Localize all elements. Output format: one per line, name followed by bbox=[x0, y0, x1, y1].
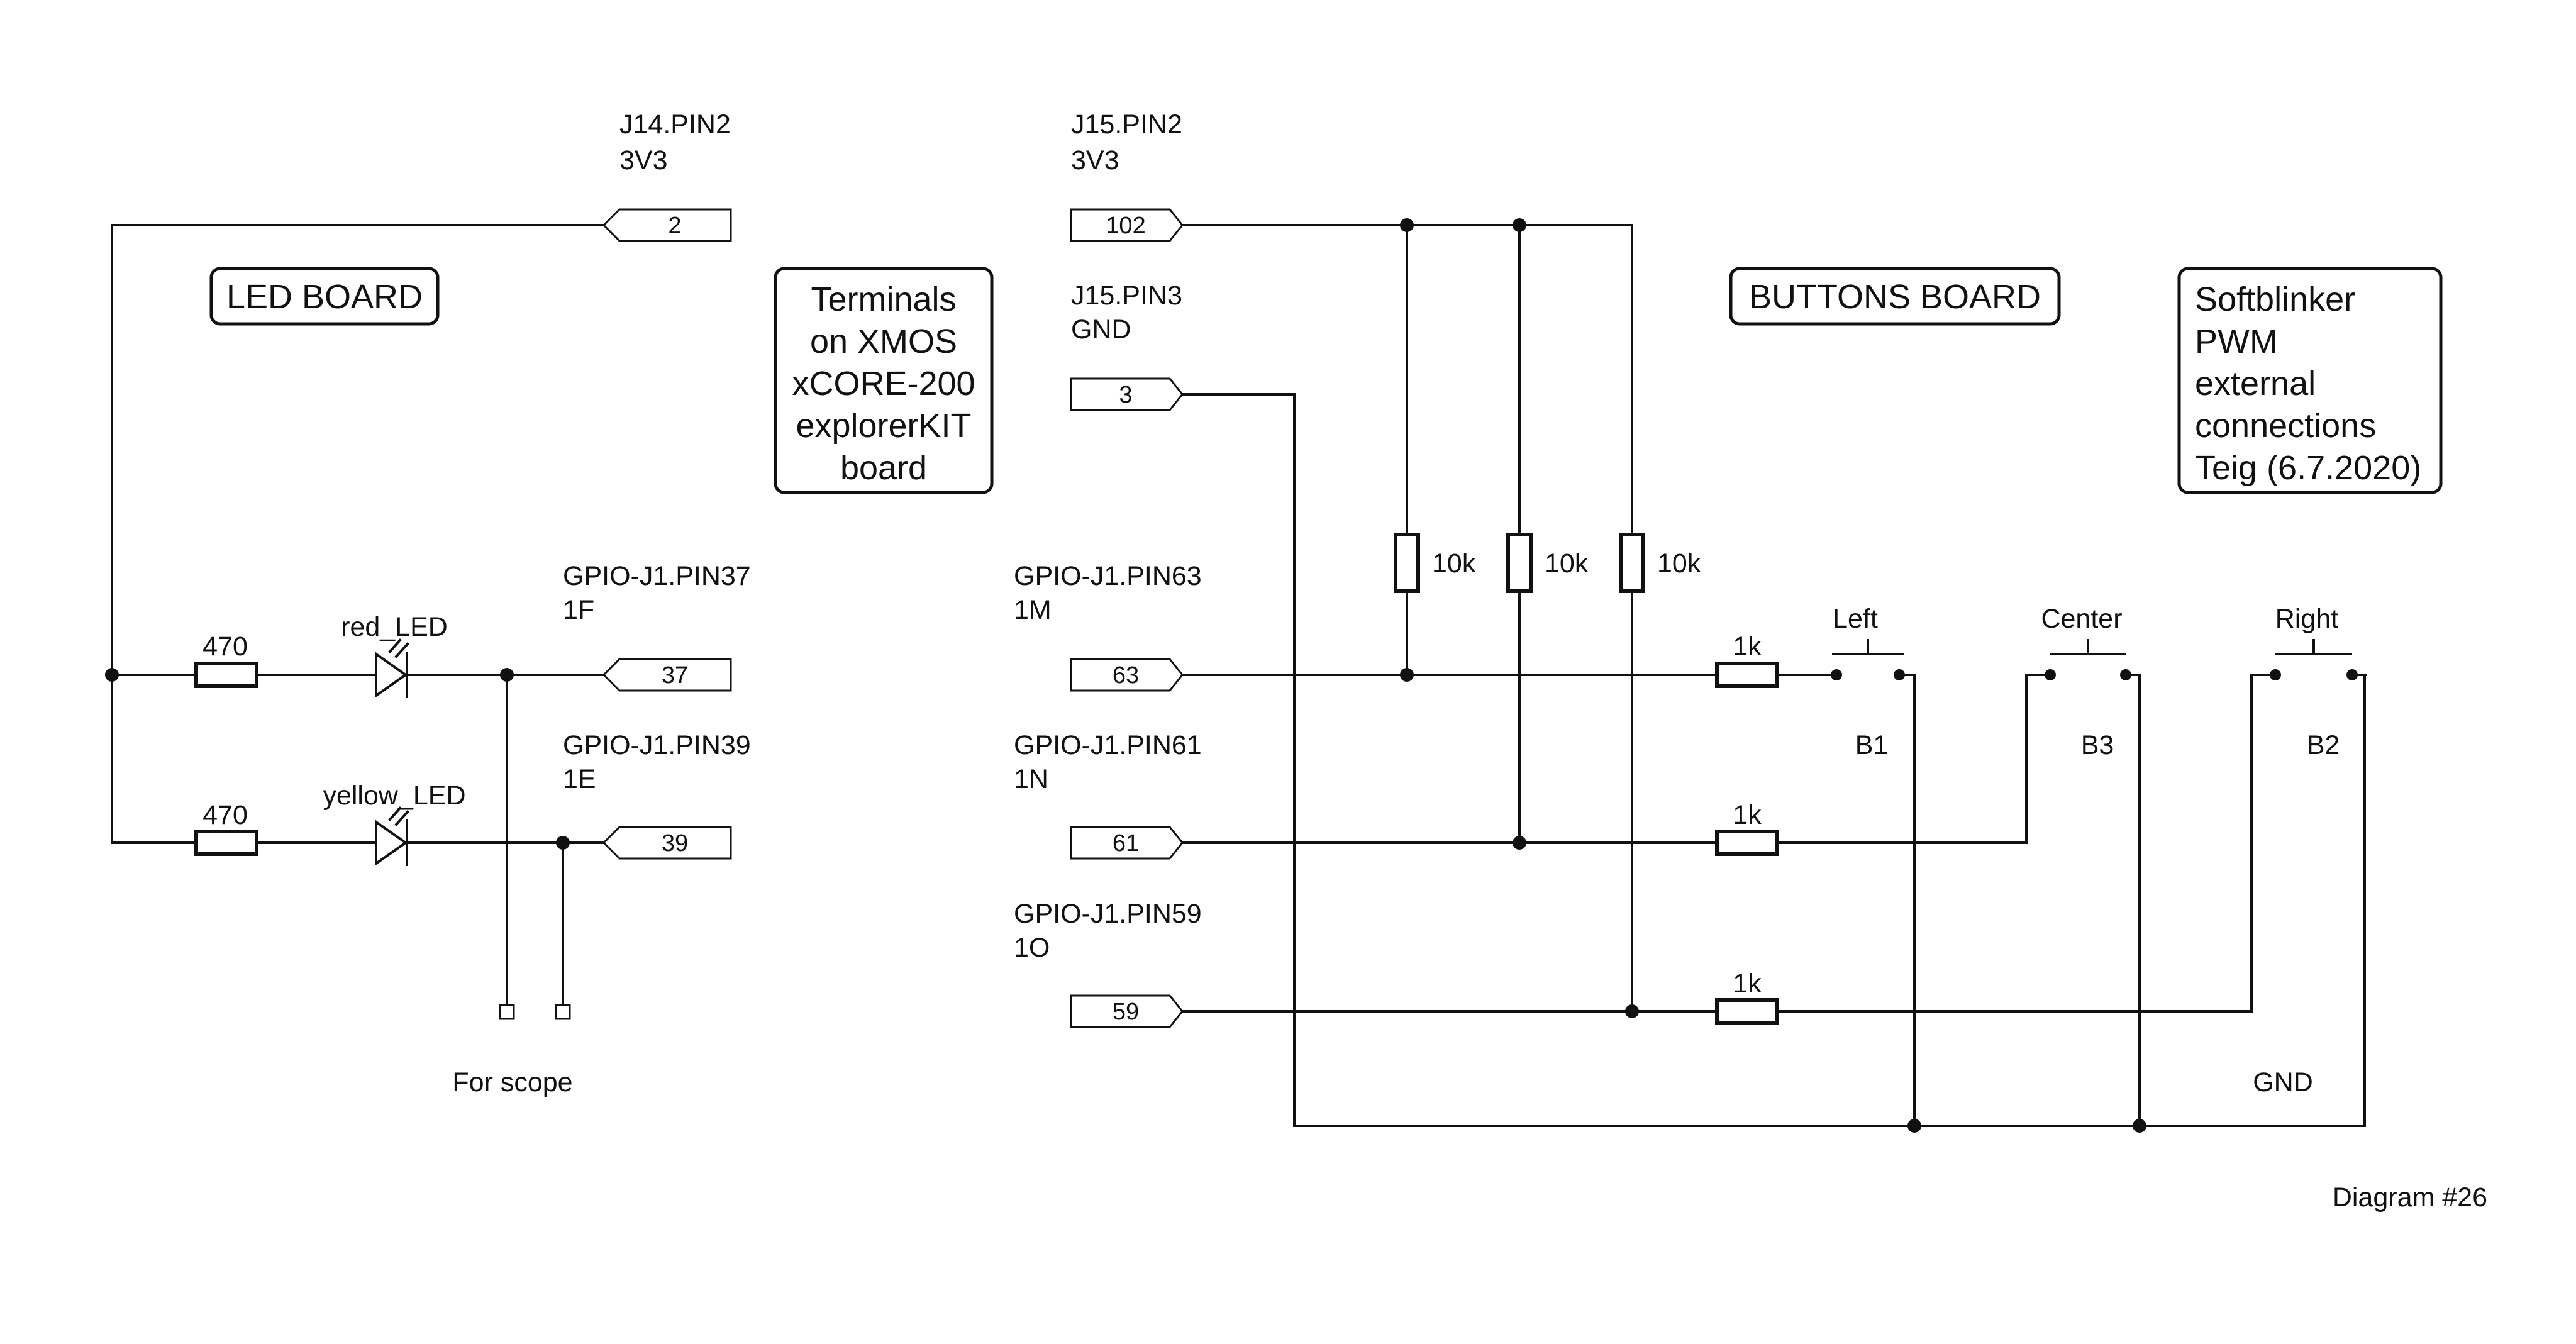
label-gpio61: GPIO-J1.PIN61 bbox=[1014, 730, 1202, 760]
label-gpio59-port: 1O bbox=[1014, 933, 1050, 963]
svg-text:Softblinker: Softblinker bbox=[2195, 280, 2355, 318]
svg-text:2: 2 bbox=[668, 213, 681, 239]
label-j14-3v3: 3V3 bbox=[619, 145, 668, 175]
label-pullup-1: 10k bbox=[1432, 548, 1476, 579]
label-b2: B2 bbox=[2307, 730, 2340, 760]
svg-text:connections: connections bbox=[2195, 407, 2376, 445]
pushbutton-b3 bbox=[2045, 639, 2140, 680]
label-gpio37: GPIO-J1.PIN37 bbox=[563, 561, 751, 591]
label-gpio63-port: 1M bbox=[1014, 595, 1052, 625]
svg-text:on XMOS: on XMOS bbox=[810, 323, 957, 360]
svg-text:3: 3 bbox=[1119, 382, 1132, 408]
label-diagram-number: Diagram #26 bbox=[2333, 1182, 2487, 1213]
resistor-470-red bbox=[194, 662, 258, 688]
resistor-470-yellow bbox=[194, 830, 258, 856]
label-j15-3v3: 3V3 bbox=[1071, 145, 1119, 175]
label-gpio61-port: 1N bbox=[1014, 764, 1048, 794]
label-gpio63: GPIO-J1.PIN63 bbox=[1014, 561, 1202, 591]
label-r-b1: 1k bbox=[1733, 631, 1762, 662]
label-led-red: red_LED bbox=[341, 612, 448, 642]
label-led-yellow: yellow_LED bbox=[323, 780, 465, 811]
label-gpio59: GPIO-J1.PIN59 bbox=[1014, 899, 1202, 929]
label-for-scope: For scope bbox=[452, 1067, 572, 1097]
svg-text:63: 63 bbox=[1113, 662, 1139, 689]
label-btn-center: Center bbox=[2041, 604, 2122, 634]
label-gnd: GND bbox=[2253, 1067, 2313, 1097]
svg-text:37: 37 bbox=[662, 662, 688, 689]
led-board-wiring bbox=[105, 224, 621, 1020]
label-btn-right: Right bbox=[2275, 604, 2338, 634]
port-63: 63 bbox=[1070, 658, 1184, 692]
label-pullup-3: 10k bbox=[1657, 548, 1701, 579]
svg-text:BUTTONS BOARD: BUTTONS BOARD bbox=[1749, 278, 2041, 316]
buttons-board-wiring bbox=[1181, 218, 2367, 1133]
port-39: 39 bbox=[602, 826, 732, 860]
label-j15-pin2: J15.PIN2 bbox=[1071, 109, 1182, 140]
label-j15-gnd: GND bbox=[1071, 314, 1131, 345]
port-3: 3 bbox=[1070, 377, 1184, 411]
pullup-resistors bbox=[1394, 505, 1645, 621]
label-gpio37-port: 1F bbox=[563, 595, 594, 625]
pushbutton-b2 bbox=[2270, 639, 2367, 680]
port-37: 37 bbox=[602, 658, 732, 692]
scope-probe-yellow bbox=[555, 1004, 571, 1020]
label-r-b2: 1k bbox=[1733, 969, 1762, 999]
svg-text:xCORE-200: xCORE-200 bbox=[792, 365, 975, 403]
label-r-red: 470 bbox=[203, 631, 248, 662]
label-gpio39-port: 1E bbox=[563, 764, 596, 794]
led-red-symbol bbox=[337, 638, 435, 698]
series-resistors-1k bbox=[1687, 662, 1805, 1025]
pushbutton-b1 bbox=[1823, 639, 1913, 680]
svg-text:Teig (6.7.2020): Teig (6.7.2020) bbox=[2195, 449, 2421, 487]
svg-text:102: 102 bbox=[1106, 213, 1145, 239]
svg-text:PWM: PWM bbox=[2195, 323, 2278, 360]
port-61: 61 bbox=[1070, 826, 1184, 860]
svg-text:39: 39 bbox=[662, 830, 688, 857]
label-gpio39: GPIO-J1.PIN39 bbox=[563, 730, 751, 760]
terminals-box: Terminals on XMOS xCORE-200 explorerKIT … bbox=[774, 267, 994, 494]
svg-text:LED BOARD: LED BOARD bbox=[226, 278, 423, 316]
label-j14-pin2: J14.PIN2 bbox=[619, 109, 731, 140]
port-102: 102 bbox=[1070, 208, 1184, 242]
svg-text:Terminals: Terminals bbox=[811, 280, 956, 318]
scope-probe-red bbox=[499, 1004, 515, 1020]
svg-text:59: 59 bbox=[1113, 999, 1139, 1025]
svg-text:external: external bbox=[2195, 365, 2316, 403]
svg-text:61: 61 bbox=[1113, 830, 1139, 857]
softblinker-box: Softblinker PWM external connections Tei… bbox=[2177, 267, 2443, 494]
label-r-yellow: 470 bbox=[203, 800, 248, 830]
label-pullup-2: 10k bbox=[1545, 548, 1589, 579]
label-j15-pin3: J15.PIN3 bbox=[1071, 280, 1182, 311]
label-r-b3: 1k bbox=[1733, 800, 1762, 830]
svg-text:explorerKIT: explorerKIT bbox=[796, 407, 971, 445]
port-59: 59 bbox=[1070, 994, 1184, 1028]
label-btn-left: Left bbox=[1833, 604, 1878, 634]
buttons-board-box: BUTTONS BOARD bbox=[1729, 267, 2061, 326]
led-yellow-symbol bbox=[337, 806, 435, 866]
led-board-box: LED BOARD bbox=[209, 267, 440, 326]
label-b3: B3 bbox=[2081, 730, 2114, 760]
port-2: 2 bbox=[602, 208, 732, 242]
svg-text:board: board bbox=[840, 449, 927, 487]
label-b1: B1 bbox=[1855, 730, 1889, 760]
